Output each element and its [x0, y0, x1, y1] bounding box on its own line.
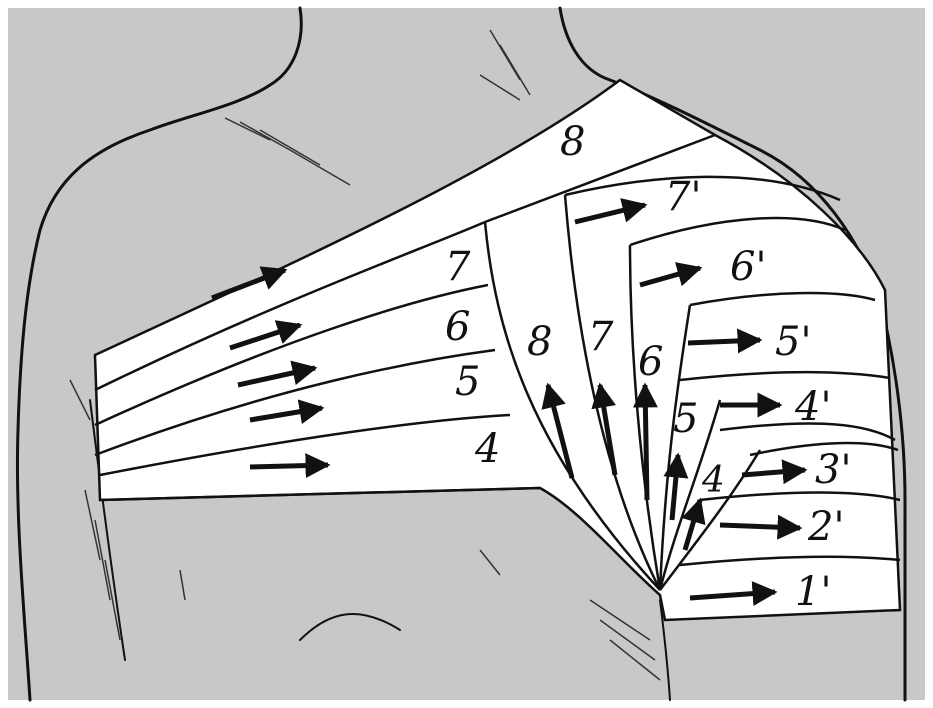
label-arm-3p: 3' [815, 447, 851, 493]
label-chest-7: 7 [445, 244, 471, 290]
label-arm-6p: 6' [730, 244, 766, 290]
label-chest-6: 6 [445, 304, 470, 350]
label-ascend-4: 4 [701, 460, 725, 501]
arrow-icon [688, 340, 760, 343]
arrow-icon [720, 525, 800, 528]
arrow-icon [250, 465, 328, 467]
label-arm-4p: 4' [794, 384, 831, 430]
label-chest-4: 4 [474, 426, 500, 472]
label-ascend-7: 7 [588, 314, 614, 360]
label-ascend-5: 5 [673, 396, 698, 442]
label-arm-7p: 7' [665, 174, 701, 220]
label-top-8: 8 [560, 119, 585, 165]
label-arm-1p: 1' [795, 569, 831, 615]
label-arm-2p: 2' [807, 504, 844, 550]
arrow-icon [645, 385, 647, 500]
label-chest-5: 5 [455, 359, 480, 405]
label-ascend-6: 6 [638, 339, 663, 385]
label-ascend-8: 8 [527, 319, 552, 365]
label-arm-5p: 5' [775, 319, 811, 365]
